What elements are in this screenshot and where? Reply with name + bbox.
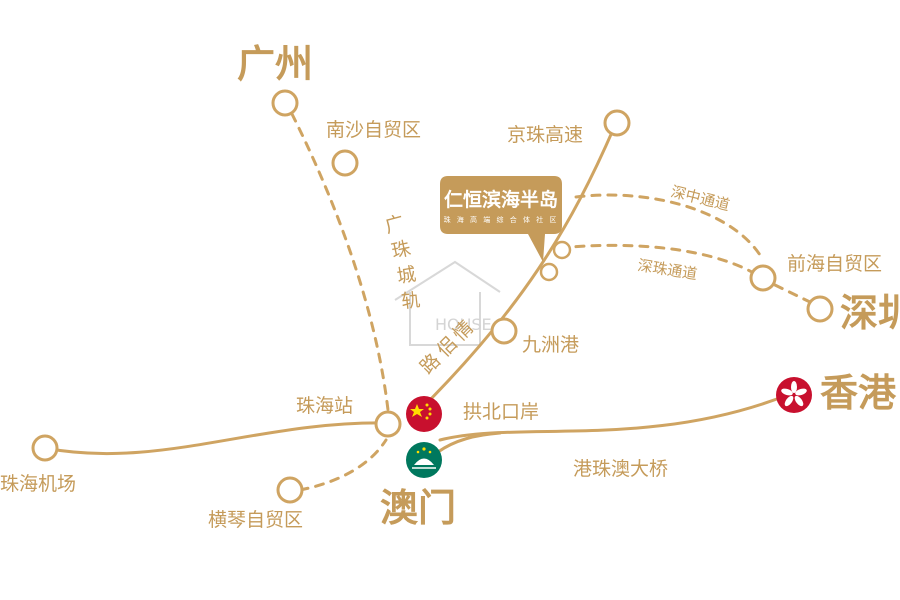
- hongkong-flag-icon: [776, 377, 812, 413]
- city-label-guangzhou: 广州: [237, 42, 313, 86]
- zhuhai-station-node: [374, 410, 402, 438]
- junction-node-lower: [539, 262, 559, 282]
- shenzhen-node: [806, 295, 834, 323]
- city-label-hongkong: 香港: [820, 371, 897, 415]
- qianhai-node: [749, 264, 777, 292]
- city-label-macau: 澳门: [380, 486, 456, 530]
- label-rail-char-1: 广: [383, 212, 407, 238]
- label-jiuzhou: 九洲港: [522, 334, 579, 356]
- hengqin-branch-line: [298, 438, 388, 492]
- zhuhai-airport-node: [31, 434, 59, 462]
- china-flag-icon: [406, 396, 442, 432]
- city-label-shenzhen: 深圳: [840, 291, 900, 335]
- project-callout: 仁恒滨海半岛 珠 海 高 端 综 合 体 社 区: [440, 176, 562, 262]
- callout-subtitle: 珠 海 高 端 综 合 体 社 区: [444, 215, 559, 224]
- macau-flag-icon: [406, 442, 442, 478]
- jingzhu-node: [603, 109, 631, 137]
- watermark: HOUSE: [394, 260, 501, 346]
- label-gongbei: 拱北口岸: [463, 401, 539, 423]
- label-zhuhai-airport: 珠海机场: [0, 473, 76, 495]
- hzm-bridge-line: [438, 392, 792, 442]
- west-road-line: [43, 421, 392, 456]
- guangzhou-node: [271, 89, 299, 117]
- label-hengqin: 横琴自贸区: [208, 509, 303, 531]
- label-rail-char-2: 珠: [389, 237, 412, 262]
- label-jingzhu: 京珠高速: [507, 124, 583, 146]
- shenzhu-channel-line: [558, 243, 764, 280]
- jingzhu-expressway-line: [418, 121, 618, 412]
- label-zhuhai-station: 珠海站: [296, 395, 353, 417]
- junction-node-upper: [552, 240, 572, 260]
- label-shenzhong-channel: 深中通道: [669, 182, 732, 214]
- hengqin-node: [276, 476, 304, 504]
- label-hzm-bridge: 港珠澳大桥: [573, 458, 668, 480]
- watermark-text: HOUSE: [435, 315, 492, 334]
- jiuzhou-node: [490, 317, 518, 345]
- label-rail-char-4: 轨: [400, 289, 421, 313]
- label-shenzhu-channel: 深珠通道: [636, 256, 698, 283]
- qianhai-shenzhen-dash: [773, 283, 814, 305]
- guangzhu-rail-line: [290, 112, 390, 412]
- nansha-node: [331, 149, 359, 177]
- macau-bridge-link: [436, 431, 502, 454]
- label-rail-char-3: 城: [395, 263, 417, 288]
- label-qianhai: 前海自贸区: [787, 253, 882, 275]
- shenzhong-channel-line: [574, 193, 762, 257]
- label-nansha: 南沙自贸区: [326, 119, 421, 141]
- callout-title: 仁恒滨海半岛: [444, 188, 558, 211]
